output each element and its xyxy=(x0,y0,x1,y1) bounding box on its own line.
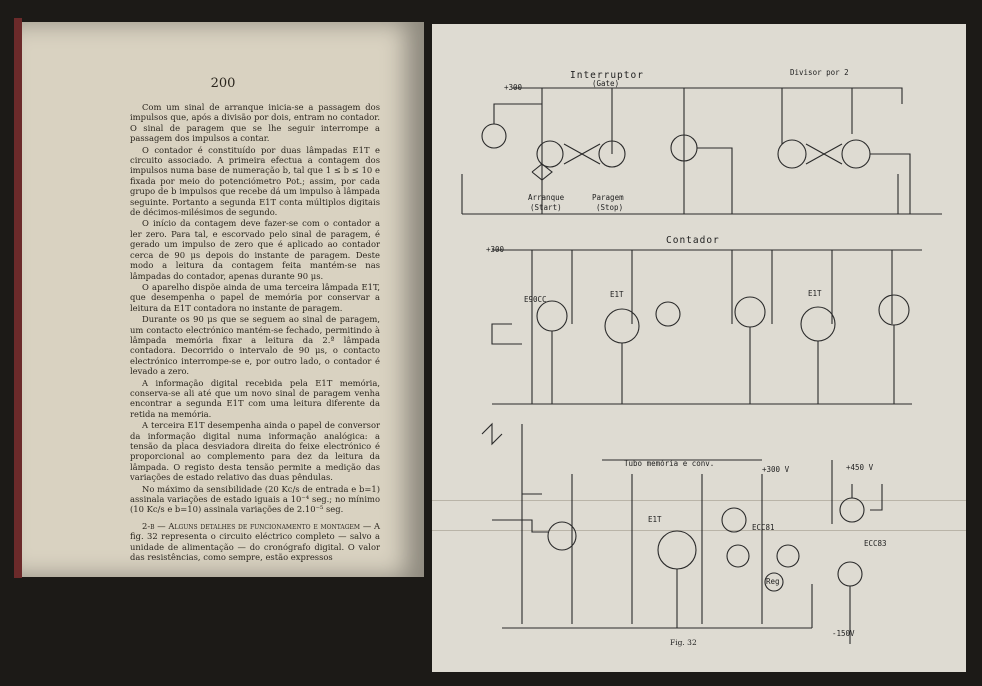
paragraph: No máximo da sensibilidade (20 Kc/s de e… xyxy=(130,483,380,515)
label-tube: ECC83 xyxy=(864,539,887,548)
label-paragem: Paragem xyxy=(592,193,624,202)
label-gate: (Gate) xyxy=(592,79,619,88)
paragraph: Durante os 90 μs que se seguem ao sinal … xyxy=(130,314,380,377)
label-memoria: Tubo memória e conv. xyxy=(624,459,714,468)
paragraph: A terceira E1T desempenha ainda o papel … xyxy=(130,420,380,483)
label-voltage: +300 V xyxy=(762,465,790,474)
paragraph: O início da contagem deve fazer-se com o… xyxy=(130,218,380,281)
label-interruptor: Interruptor xyxy=(570,70,644,81)
label-start: (Start) xyxy=(530,203,562,212)
label-contador: Contador xyxy=(666,235,720,246)
section-heading: 2-b — Alguns detalhes de funcionamento e… xyxy=(142,520,361,531)
paragraph: O aparelho dispõe ainda de uma terceira … xyxy=(130,281,380,313)
circuit-diagram: Interruptor (Gate) Divisor por 2 Contado… xyxy=(461,68,942,644)
page-fold xyxy=(432,500,966,501)
paragraph: A informação digital recebida pela E1T m… xyxy=(130,377,380,419)
paragraph: Com um sinal de arranque inicia-se a pas… xyxy=(130,102,380,144)
right-page: Interruptor (Gate) Divisor por 2 Contado… xyxy=(432,24,966,672)
label-voltage: +450 V xyxy=(846,463,874,472)
label-voltage: +300 xyxy=(486,245,505,254)
label-voltage: -150V xyxy=(832,629,855,638)
section-text: — A fig. 32 representa o circuito eléctr… xyxy=(130,520,381,563)
section-paragraph: 2-b — Alguns detalhes de funcionamento e… xyxy=(130,521,380,563)
label-tube: Reg xyxy=(766,577,780,586)
figure-caption: Fig. 32 xyxy=(670,638,697,647)
paragraph: O contador é constituído por duas lâmpad… xyxy=(130,144,380,218)
page-number: 200 xyxy=(210,76,236,91)
label-divisor: Divisor por 2 xyxy=(790,68,849,77)
left-page: 200 Com um sinal de arranque inicia-se a… xyxy=(22,22,424,577)
label-tube: E1T xyxy=(808,289,822,298)
label-arranque: Arranque xyxy=(528,193,565,202)
label-tube: E90CC xyxy=(524,295,547,304)
label-tube: ECC81 xyxy=(752,523,775,532)
label-voltage: +300 xyxy=(504,83,523,92)
label-tube: E1T xyxy=(610,290,624,299)
label-stop: (Stop) xyxy=(596,203,623,212)
page-fold xyxy=(432,530,966,531)
book-cover-edge xyxy=(14,18,22,578)
label-tube: E1T xyxy=(648,515,662,524)
body-text: Com um sinal de arranque inicia-se a pas… xyxy=(130,102,380,563)
